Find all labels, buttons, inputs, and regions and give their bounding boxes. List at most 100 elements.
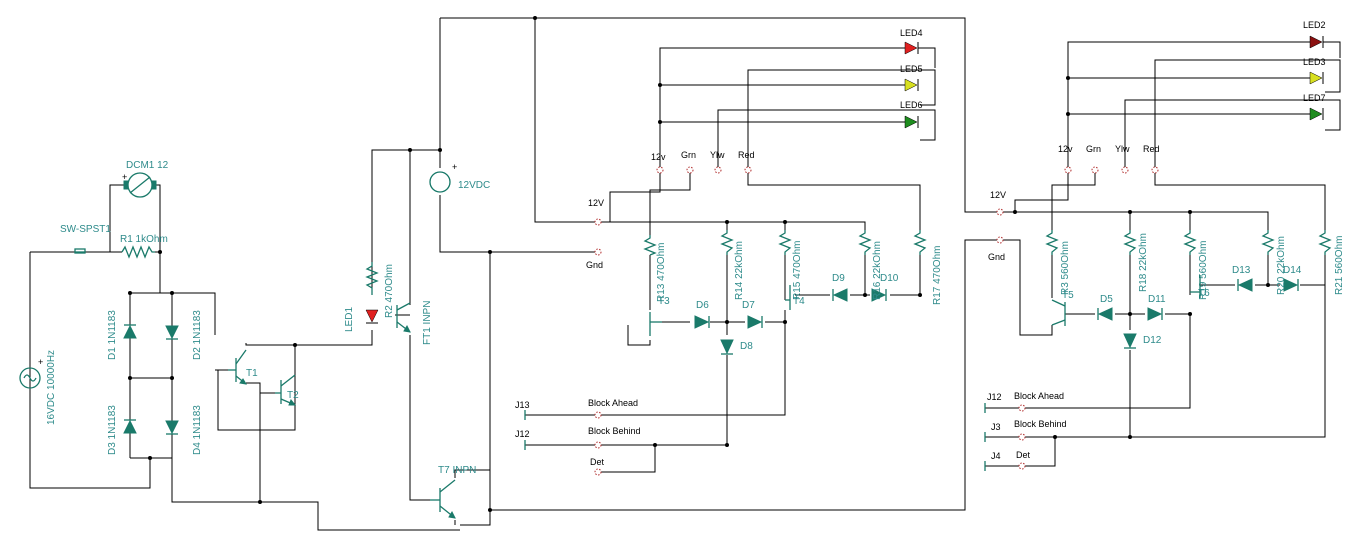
- diode-d2[interactable]: D2 1N1183: [165, 310, 203, 360]
- led-led2[interactable]: LED2: [1303, 20, 1326, 49]
- svg-text:+: +: [452, 162, 457, 172]
- port-signal-grn-right[interactable]: Grn: [1086, 144, 1101, 174]
- port-gnd-right[interactable]: Gnd: [988, 236, 1005, 262]
- resistor-r20[interactable]: R20 22kOhm: [1261, 230, 1287, 295]
- port-signal-red-left[interactable]: Red: [738, 150, 755, 174]
- resistor-r16[interactable]: R16 22kOhm: [858, 230, 883, 300]
- connector-j12[interactable]: J12 Block Behind: [515, 426, 641, 450]
- transistor-t7[interactable]: T7 INPN: [430, 465, 476, 519]
- label-det-right: Det: [1016, 450, 1031, 460]
- diode-d8[interactable]: D8: [720, 339, 753, 355]
- label-sred-left: Red: [738, 150, 755, 160]
- port-signal-ylw-right[interactable]: Ylw: [1115, 144, 1130, 174]
- dc-motor-dcm1[interactable]: + DCM1 12: [122, 160, 169, 198]
- resistor-r21[interactable]: R21 560Ohm: [1318, 230, 1345, 295]
- label-t3: T3: [658, 296, 670, 307]
- label-sylw-right: Ylw: [1115, 144, 1130, 154]
- transistor-t5[interactable]: T5: [1051, 290, 1074, 326]
- label-d13: D13: [1232, 265, 1251, 276]
- port-signal-12v-left[interactable]: 12v: [651, 152, 666, 174]
- port-12v-right[interactable]: 12V: [990, 190, 1006, 216]
- led-led3[interactable]: LED3: [1303, 57, 1326, 85]
- connector-j12-right[interactable]: J12 Block Ahead: [984, 391, 1064, 413]
- diode-d5[interactable]: D5: [1097, 294, 1113, 321]
- label-r15: R15 470Ohm: [792, 241, 803, 300]
- diode-d9[interactable]: D9: [832, 273, 848, 302]
- led-led6[interactable]: LED6: [900, 100, 923, 129]
- label-r19: R19 560Ohm: [1198, 241, 1209, 300]
- port-12v-left[interactable]: 12V: [588, 198, 604, 226]
- transistor-t4[interactable]: T4: [785, 285, 805, 310]
- resistor-r3[interactable]: R3 560Ohm: [1045, 230, 1071, 295]
- led-led7[interactable]: LED7: [1303, 93, 1326, 121]
- diode-d6[interactable]: D6: [694, 300, 710, 329]
- resistor-r14[interactable]: R14 22kOhm: [720, 230, 745, 300]
- label-r3: R3 560Ohm: [1060, 241, 1071, 295]
- wires-left: [29, 17, 1000, 531]
- label-t6: T6: [1198, 288, 1210, 299]
- label-j12-right: J12: [987, 392, 1002, 402]
- transistor-t6[interactable]: T6: [1190, 275, 1210, 299]
- label-led3: LED3: [1303, 57, 1326, 67]
- label-det-left: Det: [590, 457, 605, 467]
- resistor-r19[interactable]: R19 560Ohm: [1183, 230, 1209, 300]
- diode-d13[interactable]: D13: [1232, 265, 1253, 292]
- diode-d14[interactable]: D14: [1283, 265, 1302, 292]
- connector-j4[interactable]: J4 Det: [984, 450, 1031, 471]
- port-det-left[interactable]: Det: [590, 457, 605, 476]
- label-sw: SW-SPST1: [60, 224, 111, 235]
- label-d7: D7: [742, 300, 755, 311]
- label-sylw-left: Ylw: [710, 150, 725, 160]
- label-d9: D9: [832, 273, 845, 284]
- port-signal-12v-right[interactable]: 12v: [1058, 144, 1073, 174]
- port-signal-grn-left[interactable]: Grn: [681, 150, 696, 174]
- led-led1[interactable]: LED1: [344, 307, 379, 332]
- ac-source[interactable]: + 16VDC 10000Hz: [19, 350, 57, 425]
- port-gnd-left[interactable]: Gnd: [586, 248, 603, 270]
- label-j13: J13: [515, 400, 530, 410]
- led-led4[interactable]: LED4: [900, 28, 923, 55]
- label-r20: R20 22kOhm: [1276, 236, 1287, 295]
- diode-d3[interactable]: D3 1N1183: [107, 405, 137, 455]
- svg-text:+: +: [122, 172, 127, 182]
- led-led5[interactable]: LED5: [900, 64, 923, 92]
- resistor-r17[interactable]: R17 470Ohm: [913, 230, 943, 305]
- transistor-t3[interactable]: T3: [649, 296, 670, 336]
- transistor-ft1[interactable]: FT1 INPN: [396, 301, 433, 345]
- label-r14: R14 22kOhm: [734, 241, 745, 300]
- label-r18: R18 22kOhm: [1138, 233, 1149, 292]
- diode-d11[interactable]: D11: [1147, 294, 1166, 321]
- diode-d12[interactable]: D12: [1123, 333, 1162, 349]
- resistor-r13[interactable]: R13 470Ohm: [643, 235, 667, 302]
- label-led6: LED6: [900, 100, 923, 110]
- resistor-r15[interactable]: R15 470Ohm: [778, 230, 803, 300]
- label-sgrn-left: Grn: [681, 150, 696, 160]
- connector-j13[interactable]: J13 Block Ahead: [515, 398, 638, 420]
- label-sgrn-right: Grn: [1086, 144, 1101, 154]
- label-d6: D6: [696, 300, 709, 311]
- resistor-r18[interactable]: R18 22kOhm: [1123, 230, 1149, 292]
- label-r21: R21 560Ohm: [1334, 236, 1345, 295]
- diode-d1[interactable]: D1 1N1183: [107, 310, 137, 360]
- resistor-r2[interactable]: R2 470Ohm: [365, 262, 395, 318]
- transistor-t1[interactable]: T1: [228, 349, 258, 385]
- transistor-t2[interactable]: T2: [275, 374, 299, 406]
- resistor-r1[interactable]: R1 1kOhm: [120, 234, 168, 259]
- port-signal-ylw-left[interactable]: Ylw: [710, 150, 725, 174]
- switch-spst[interactable]: SW-SPST1: [60, 224, 111, 254]
- label-d8: D8: [740, 341, 753, 352]
- label-r16: R16 22kOhm: [872, 241, 883, 300]
- connector-j3[interactable]: J3 Block Behind: [984, 419, 1067, 442]
- battery-12vdc[interactable]: + 12VDC: [429, 162, 490, 193]
- label-j4: J4: [991, 451, 1001, 461]
- diode-d4[interactable]: D4 1N1183: [165, 405, 203, 455]
- diode-d10[interactable]: D10: [871, 273, 899, 302]
- label-r2: R2 470Ohm: [384, 264, 395, 318]
- label-t2: T2: [287, 390, 299, 401]
- label-src: 16VDC 10000Hz: [46, 350, 57, 425]
- diode-d7[interactable]: D7: [742, 300, 763, 329]
- port-signal-red-right[interactable]: Red: [1143, 144, 1160, 174]
- label-r17: R17 470Ohm: [932, 246, 943, 305]
- label-bat: 12VDC: [458, 180, 490, 191]
